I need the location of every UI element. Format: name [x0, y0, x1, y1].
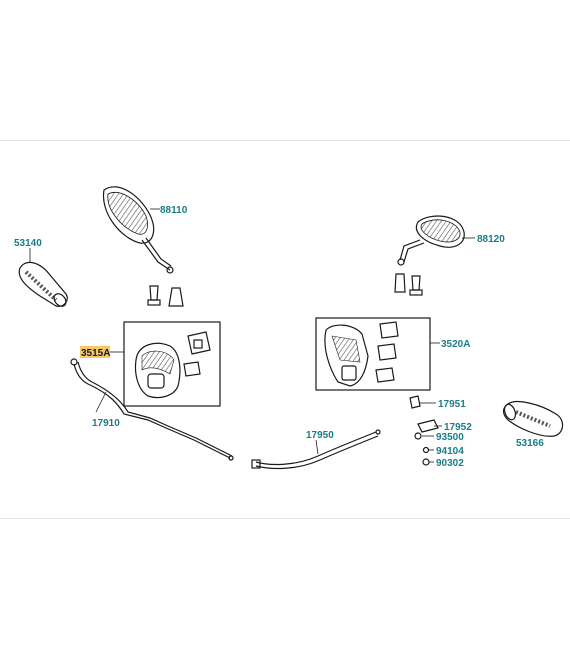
screw-90302	[422, 458, 430, 466]
left-switch-box	[123, 321, 221, 407]
callout-17910: 17910	[92, 418, 120, 429]
top-divider	[0, 140, 570, 141]
right-switch-box	[315, 317, 431, 391]
bolt-93500	[414, 432, 422, 440]
left-cable	[70, 358, 234, 461]
callout-17951: 17951	[438, 399, 466, 410]
washer-94104	[422, 446, 430, 454]
callout-3515A: 3515A	[81, 348, 110, 359]
callout-53140: 53140	[14, 238, 42, 249]
leader-17950	[315, 439, 319, 455]
callout-88120: 88120	[477, 234, 505, 245]
right-cable	[251, 429, 381, 470]
callout-88110: 88110	[160, 205, 188, 216]
bottom-divider	[0, 518, 570, 519]
callout-94104: 94104	[436, 446, 464, 457]
leader-17910	[95, 391, 107, 413]
right-switch-frame	[315, 317, 431, 391]
left-switch-frame	[123, 321, 221, 407]
highlight-3515A	[80, 346, 110, 358]
right-mirror	[394, 215, 465, 296]
lever-17952	[417, 419, 439, 433]
bracket-17951	[409, 395, 421, 409]
callout-53166: 53166	[516, 438, 544, 449]
right-grip	[502, 401, 564, 437]
callout-3520A: 3520A	[441, 339, 470, 350]
left-grip	[18, 261, 68, 307]
callout-17952: 17952	[444, 422, 472, 433]
callout-17950: 17950	[306, 430, 334, 441]
callout-93500: 93500	[436, 432, 464, 443]
callout-90302: 90302	[436, 458, 464, 469]
left-mirror	[102, 186, 184, 307]
